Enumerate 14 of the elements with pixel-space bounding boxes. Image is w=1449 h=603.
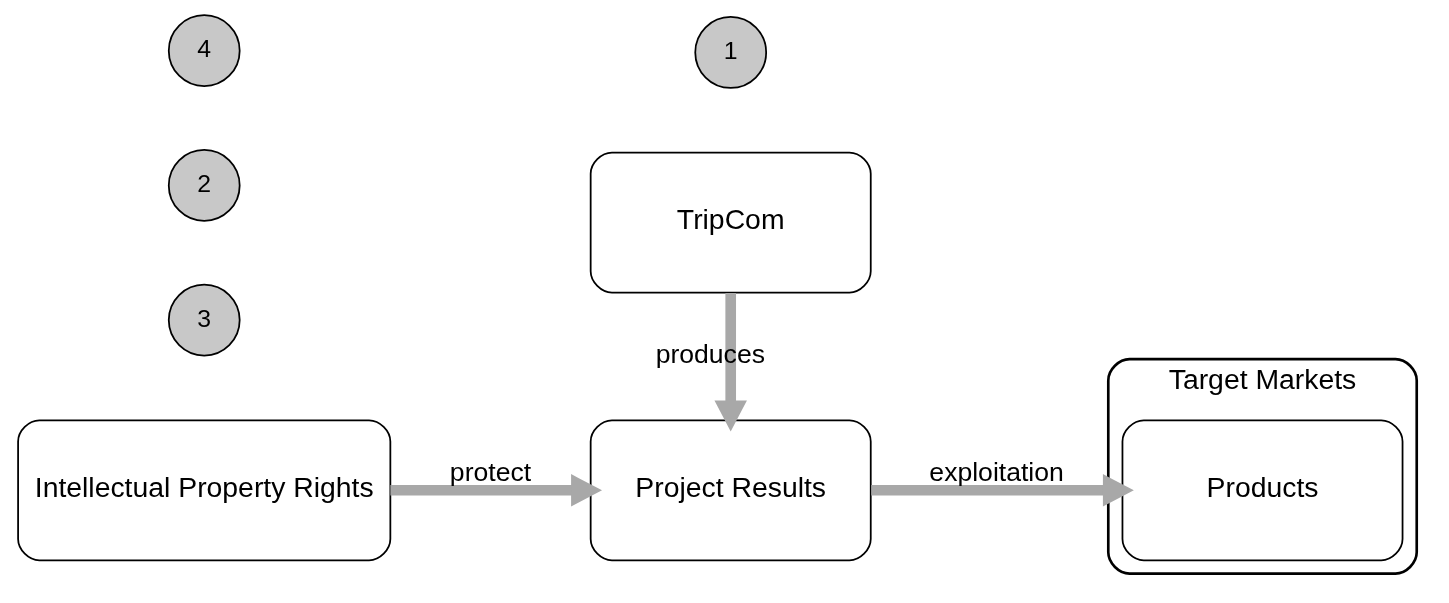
node-box: Project Results (589, 419, 872, 562)
node-circle: 1 (694, 16, 768, 89)
node-circle: 3 (167, 283, 241, 357)
edge-label: produces (655, 338, 765, 369)
node-circle: 2 (167, 149, 241, 222)
arrow (871, 474, 1134, 507)
node-box: Products (1121, 419, 1404, 562)
node-box: Intellectual Property Rights (17, 419, 392, 562)
arrow (390, 474, 603, 507)
edge-label: protect (449, 457, 532, 488)
arrow (714, 292, 747, 432)
edge-label: exploitation (929, 457, 1064, 488)
node-circle: 4 (167, 14, 241, 87)
node-box: TripCom (589, 151, 872, 294)
